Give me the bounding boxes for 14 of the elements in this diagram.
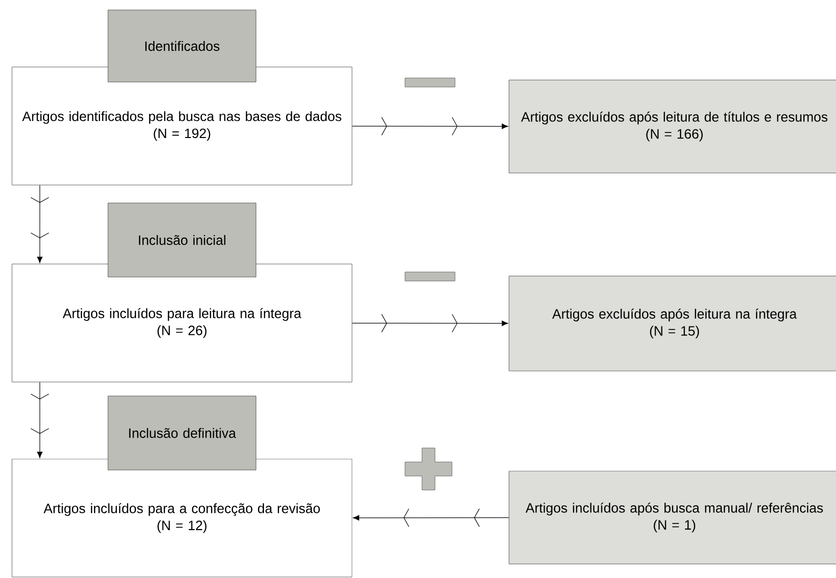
arrow: [30, 382, 50, 458]
side-box: Artigos incluídos após busca manual/ referências (N = 1): [508, 470, 836, 564]
process-box: Artigos identificados pela busca nas bases de dados (N = 192): [12, 66, 352, 186]
stage-tab: Inclusão definitiva: [108, 396, 256, 470]
arrow: [352, 116, 508, 136]
arrow: [30, 184, 50, 263]
process-box: Artigos incluídos para a confecção da revisão (N = 12): [12, 458, 352, 578]
stage-tab: Identificados: [108, 10, 256, 82]
process-box: Artigos incluídos para leitura na íntegra (N = 26): [12, 264, 352, 382]
arrow: [352, 314, 508, 333]
side-box: Artigos excluídos após leitura de títulos e resumos (N = 166): [508, 80, 836, 174]
side-box: Artigos excluídos após leitura na íntegra (N = 15): [508, 276, 836, 372]
stage-tab: Inclusão inicial: [108, 202, 256, 278]
arrow: [353, 508, 510, 528]
